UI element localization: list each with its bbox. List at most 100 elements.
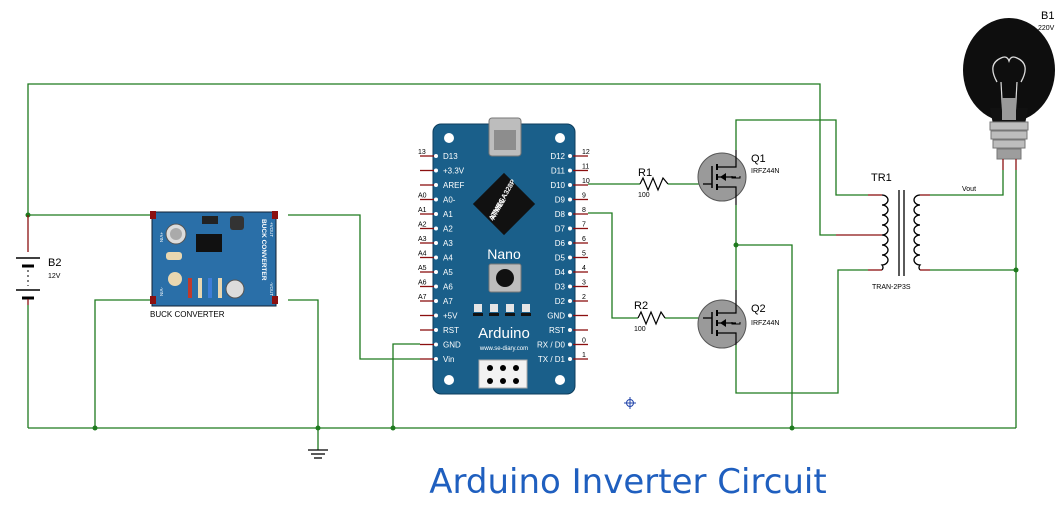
arduino-pin-label: Vin	[443, 355, 454, 364]
arduino-pin-label: D2	[555, 297, 566, 306]
arduino-pin-left[interactable]: +5V	[420, 312, 458, 321]
resistor-r2[interactable]: R2 100	[634, 300, 666, 333]
arduino-pin-label: A3	[443, 239, 453, 248]
arduino-pin-left[interactable]: AREF	[420, 181, 464, 190]
buck-pin-vin-minus[interactable]	[150, 296, 156, 304]
arduino-pin-right[interactable]: D8 8	[555, 207, 588, 219]
buck-ic-icon	[196, 234, 222, 252]
arduino-pin-left[interactable]: RST	[420, 326, 459, 335]
arduino-model: Nano	[487, 246, 521, 262]
arduino-pin-number: 1	[582, 352, 586, 359]
buck-pin-vout-plus[interactable]	[272, 211, 278, 219]
arduino-pin-left[interactable]: GND	[420, 341, 461, 350]
arduino-pin-label: D6	[555, 239, 566, 248]
arduino-pin-number: A7	[418, 294, 427, 301]
tr1-part: TRAN-2P3S	[872, 284, 911, 291]
arduino-name: Arduino	[478, 325, 530, 342]
arduino-pin-label: +3.3V	[443, 167, 465, 176]
resistor-r1[interactable]: R1 100	[638, 167, 669, 199]
arduino-pin-label: D4	[555, 268, 566, 277]
arduino-pin-number: A5	[418, 265, 427, 272]
mcu-chip-icon	[472, 172, 536, 236]
arduino-pin-left[interactable]: +3.3V	[420, 167, 465, 176]
arduino-nano[interactable]: ATMEGA328P ATMEL Nano Arduino www.se-dia…	[418, 117, 590, 395]
arduino-pin-number: 13	[418, 149, 426, 156]
lamp-ref: B1	[1041, 10, 1054, 22]
mosfet-q1[interactable]: Q1 IRFZ44N	[697, 150, 779, 205]
arduino-pin-label: RST	[443, 326, 459, 335]
wire-buck-vout-neg	[288, 299, 319, 428]
r1-value: 100	[638, 192, 650, 199]
wire-top-rail	[27, 83, 836, 236]
arduino-pin-label: RX / D0	[537, 341, 566, 350]
arduino-pin-label: D10	[550, 181, 565, 190]
arduino-pin-label: TX / D1	[538, 355, 566, 364]
arduino-pin-label: GND	[443, 341, 461, 350]
arduino-pin-number: A3	[418, 236, 427, 243]
lamp-value: 220V	[1038, 25, 1055, 32]
arduino-pin-number: A4	[418, 251, 427, 258]
mosfet-q2[interactable]: Q2 IRFZ44N	[697, 290, 779, 349]
lamp-b1[interactable]: B1 220V	[963, 10, 1055, 170]
lightbulb-icon	[963, 18, 1055, 122]
arduino-pin-left[interactable]: A2 A2	[418, 222, 453, 234]
arduino-pin-right[interactable]: RX / D0 0	[537, 338, 588, 350]
arduino-pin-number: 11	[582, 164, 589, 171]
r2-value: 100	[634, 326, 646, 333]
arduino-pin-left[interactable]: A0-A0	[418, 193, 456, 205]
battery-b2[interactable]: B2 12V	[16, 215, 61, 305]
wire-buck-vout	[288, 214, 420, 360]
battery-value: 12V	[48, 273, 61, 280]
buck-vin-plus-label: +VIN	[159, 232, 164, 242]
arduino-pin-label: A1	[443, 210, 453, 219]
buck-vout-minus-label: -VOUT	[269, 282, 274, 296]
arduino-pin-right[interactable]: GND	[547, 312, 588, 321]
buck-pin-vin-plus[interactable]	[150, 211, 156, 219]
junction-dot	[92, 425, 98, 431]
buck-vout-plus-label: +VOUT	[269, 222, 274, 237]
arduino-pin-number: 12	[582, 149, 590, 156]
arduino-pin-left[interactable]: A3 A3	[418, 236, 453, 248]
arduino-pin-label: D8	[555, 210, 566, 219]
arduino-pin-label: D3	[555, 283, 566, 292]
tr1-ref: TR1	[871, 172, 892, 184]
arduino-pin-right[interactable]: RST	[549, 326, 588, 335]
arduino-pin-left[interactable]: Vin	[420, 355, 454, 364]
arduino-pin-label: A2	[443, 225, 453, 234]
arduino-pin-label: AREF	[443, 181, 464, 190]
junction-dot	[390, 425, 396, 431]
q1-part: IRFZ44N	[751, 168, 779, 175]
arduino-pin-number: 8	[582, 207, 586, 214]
vout-label: Vout	[962, 186, 976, 193]
buck-pin-vout-minus[interactable]	[272, 296, 278, 304]
crosshair-icon	[624, 397, 636, 409]
buck-vin-minus-label: -VIN	[159, 287, 164, 296]
arduino-pin-number: A2	[418, 222, 427, 229]
wire-q1-drain	[735, 119, 868, 196]
buck-converter[interactable]: BUCK CONVERTER +VIN -VIN +VOUT -VOUT BUC…	[150, 211, 278, 319]
q2-part: IRFZ44N	[751, 320, 779, 327]
arduino-url: www.se-diary.com	[479, 346, 528, 352]
arduino-pin-right[interactable]: TX / D1 1	[538, 352, 588, 364]
q2-ref: Q2	[751, 303, 766, 315]
transformer-tr1[interactable]: TR1 TRAN-2P3S Vout	[836, 172, 976, 291]
arduino-pin-number: A0	[418, 193, 427, 200]
arduino-pin-number: 0	[582, 338, 586, 345]
